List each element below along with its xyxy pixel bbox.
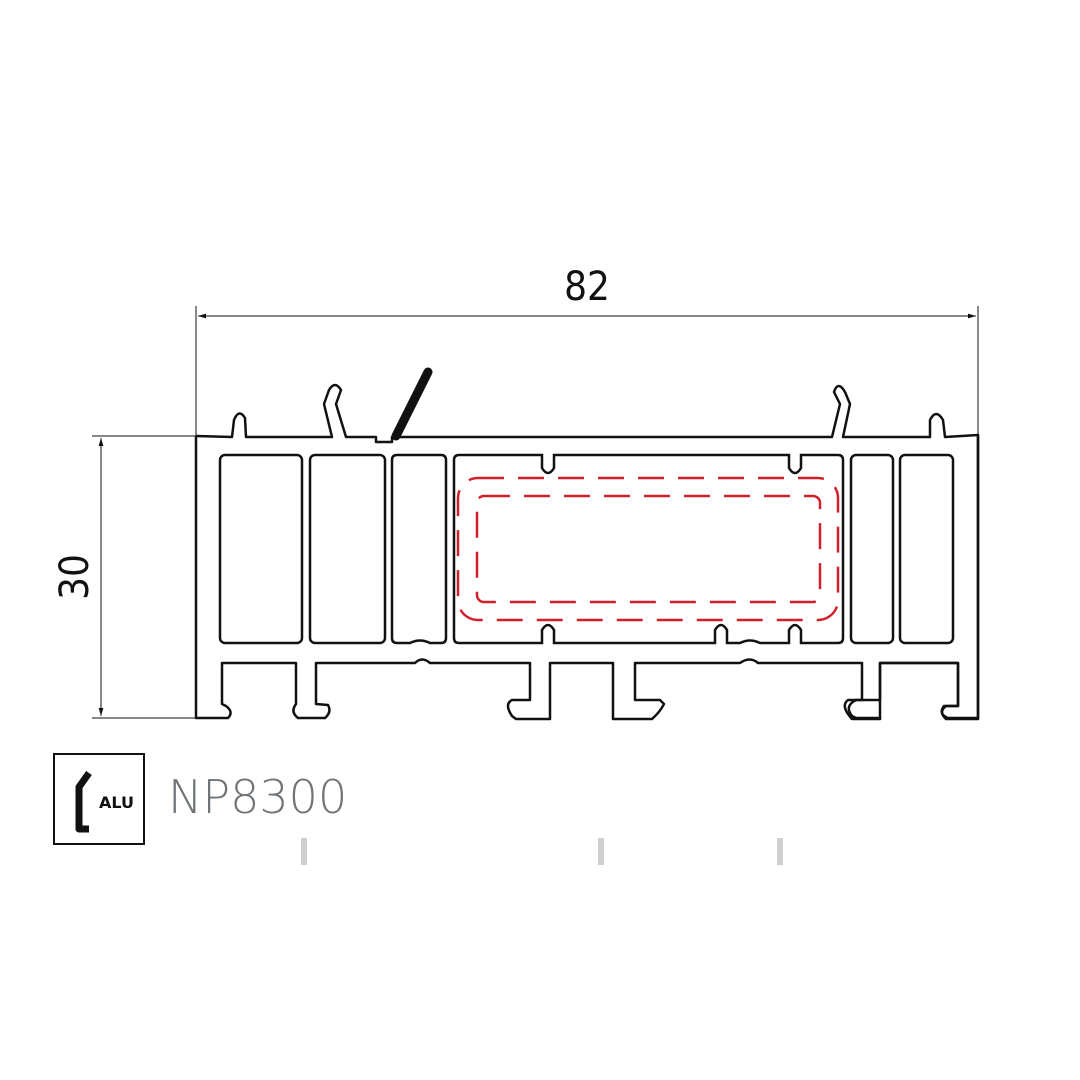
material-label: ALU [99, 793, 134, 812]
profile-outline [195, 383, 980, 720]
steel-reinforcement [456, 476, 840, 622]
chamber-5 [849, 453, 895, 645]
reinforcement-inner [475, 494, 822, 604]
gasket-lip [391, 367, 433, 441]
mark [598, 838, 604, 865]
chamber-1 [218, 453, 304, 645]
profile-lower-section [194, 435, 980, 721]
height-dimension: 30 [52, 435, 196, 719]
product-code: NP8300 [168, 770, 348, 824]
mark [777, 838, 783, 865]
mark [301, 838, 307, 865]
width-dimension: 82 [195, 264, 979, 436]
width-dimension-label: 82 [564, 264, 610, 310]
reinforcement-outer [456, 476, 840, 622]
alu-material-badge: ALU [53, 753, 145, 845]
chambers [218, 453, 955, 645]
chamber-6 [898, 453, 955, 645]
chamber-3 [390, 453, 448, 645]
height-dimension-label: 30 [52, 554, 98, 600]
main-chamber [452, 453, 845, 645]
chamber-2 [308, 453, 387, 645]
bottom-marks [301, 838, 783, 865]
aluminium-profile-icon [75, 770, 92, 833]
